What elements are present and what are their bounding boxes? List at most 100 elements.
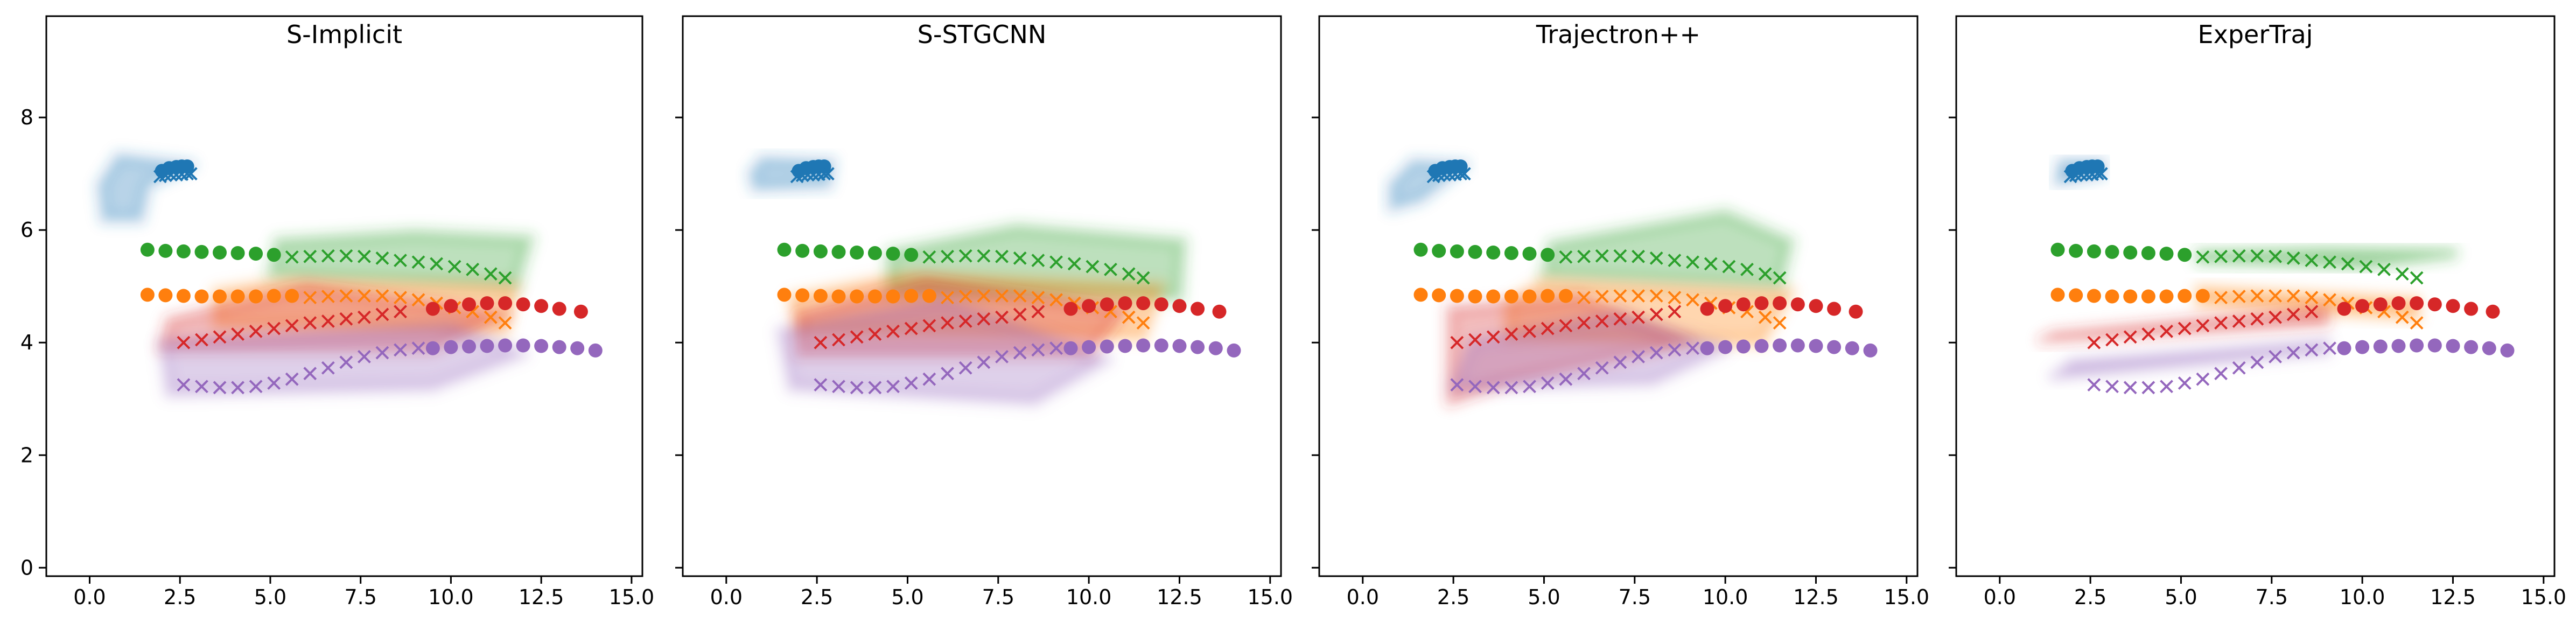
predicted-point (1136, 316, 1150, 330)
predicted-point (850, 381, 864, 395)
predicted-point (832, 333, 845, 347)
predicted-point (2250, 289, 2264, 303)
predicted-point (814, 335, 828, 349)
predicted-point (2178, 321, 2192, 335)
predicted-point-stroke (941, 249, 954, 263)
observed-point (1486, 246, 1501, 260)
predicted-point-stroke (1649, 346, 1663, 360)
predicted-point-stroke (2196, 250, 2210, 264)
series-orange (1413, 288, 1787, 330)
observed-point (2105, 289, 2119, 304)
predicted-point-stroke (1773, 271, 1787, 285)
x-tick-label: 5.0 (254, 585, 286, 609)
observed-point (1154, 297, 1168, 312)
predicted-point (941, 249, 954, 263)
predicted-point (375, 307, 389, 321)
observed-point (1118, 296, 1132, 311)
observed-point (1486, 289, 1501, 304)
predicted-point (1773, 316, 1787, 330)
predicted-point-stroke (812, 167, 825, 181)
observed-point (1558, 289, 1573, 303)
axes-frame (45, 15, 643, 577)
predicted-point-stroke (1049, 293, 1063, 307)
predicted-point (2196, 319, 2210, 333)
predicted-point (1437, 168, 1451, 182)
predicted-point-stroke (806, 168, 820, 182)
density-core (1453, 314, 1726, 388)
predicted-point (814, 378, 828, 392)
predicted-point-stroke (1773, 316, 1787, 330)
observed-point (1541, 289, 1555, 303)
predicted-point (1773, 271, 1787, 285)
predicted-point-stroke (958, 290, 972, 303)
predicted-point-stroke (2269, 289, 2282, 303)
predicted-point-stroke (2232, 249, 2246, 263)
predicted-point-stroke (2395, 267, 2409, 281)
predicted-point-stroke (2196, 372, 2210, 386)
predicted-point (2232, 314, 2246, 328)
predicted-point-stroke (2214, 249, 2228, 263)
predicted-point (1559, 372, 1573, 386)
predicted-point (285, 372, 299, 386)
series-red (177, 296, 588, 349)
predicted-point-stroke (249, 380, 263, 394)
y-tick-label: 6 (20, 218, 33, 242)
observed-point (140, 242, 155, 257)
predicted-point-stroke (941, 316, 954, 330)
predicted-point-stroke (1457, 167, 1471, 181)
predicted-point (2305, 343, 2319, 357)
predicted-point (2123, 330, 2137, 344)
observed-point (1450, 289, 1464, 303)
predicted-point-stroke (1031, 343, 1045, 357)
observed-point (2178, 289, 2192, 303)
predicted-point-stroke (1104, 305, 1117, 319)
predicted-point-stroke (832, 380, 845, 394)
predicted-point (2094, 167, 2108, 181)
predicted-point (1454, 167, 1468, 181)
predicted-point-stroke (1595, 314, 1609, 328)
observed-point (498, 338, 513, 353)
predicted-point-stroke (158, 169, 172, 183)
predicted-point (1541, 321, 1555, 335)
predicted-point-stroke (2305, 305, 2319, 319)
observed-point (480, 339, 494, 353)
x-tick-label: 10.0 (2340, 585, 2385, 609)
plot-area (2035, 154, 2515, 395)
predicted-point (394, 305, 407, 319)
predicted-point-stroke (1577, 291, 1591, 305)
predicted-point-stroke (339, 355, 353, 369)
x-tick-label: 2.5 (164, 585, 196, 609)
observed-point (194, 244, 209, 259)
predicted-point-stroke (375, 307, 389, 321)
predicted-point (321, 361, 335, 375)
observed-point (2337, 341, 2351, 355)
predicted-point (958, 249, 972, 263)
predicted-point (995, 310, 1009, 324)
observed-point (2050, 242, 2065, 257)
predicted-point (1504, 327, 1518, 341)
predicted-point (375, 289, 389, 303)
observed-point (1063, 341, 1078, 355)
predicted-point (795, 169, 809, 183)
predicted-point-stroke (2214, 367, 2228, 381)
predicted-point (1031, 291, 1045, 305)
x-tick-label: 5.0 (891, 585, 923, 609)
predicted-point (321, 249, 335, 263)
observed-point (2123, 246, 2138, 260)
predicted-point-stroke (1577, 316, 1591, 330)
predicted-point-stroke (2196, 319, 2210, 333)
predicted-point-stroke (2214, 291, 2228, 305)
predicted-point (180, 167, 194, 181)
predicted-point-stroke (2305, 254, 2319, 268)
predicted-point-stroke (2286, 289, 2300, 303)
predicted-point-stroke (886, 324, 900, 338)
predicted-point-stroke (995, 310, 1009, 324)
observed-point (1541, 248, 1555, 262)
predicted-point-stroke (1632, 349, 1645, 363)
predicted-point-stroke (1613, 249, 1627, 263)
observed-point (1172, 299, 1187, 313)
predicted-point-stroke (267, 376, 281, 390)
observed-point (2373, 339, 2388, 354)
predicted-point (303, 367, 317, 381)
predicted-point (1758, 310, 1772, 324)
